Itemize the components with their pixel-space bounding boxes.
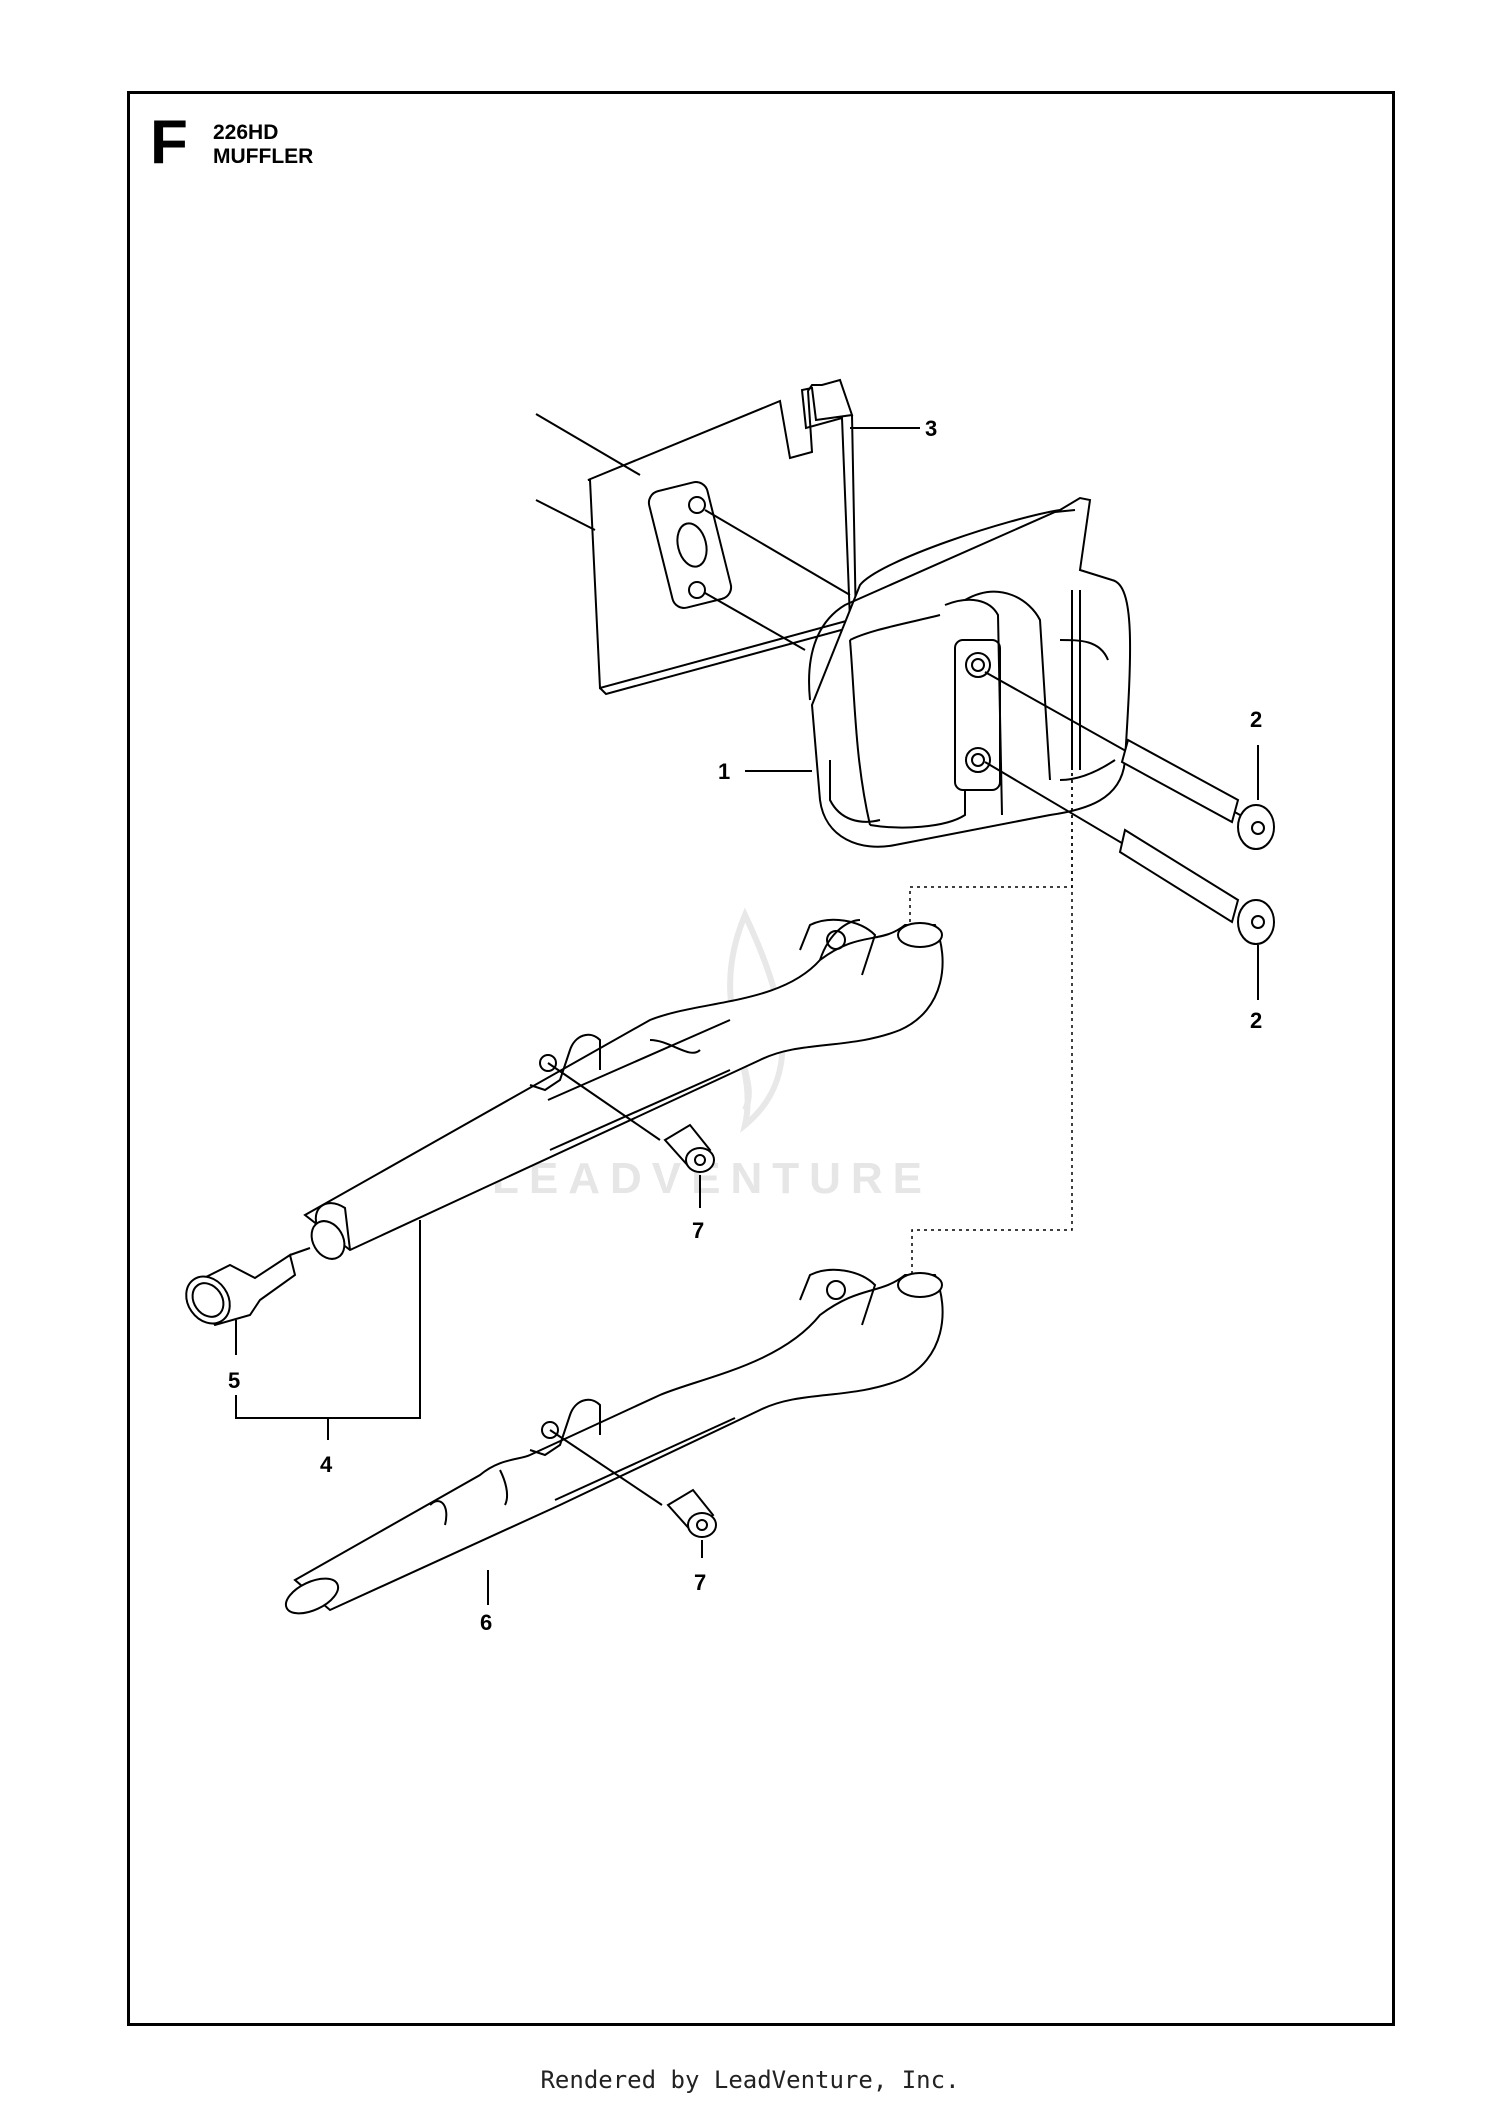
- callout-5: 5: [228, 1368, 240, 1393]
- part-bolt-lower: [984, 761, 1275, 945]
- diagram-frame: [127, 91, 1395, 2026]
- callout-2-lower: 2: [1250, 1008, 1262, 1033]
- callout-2-upper: 2: [1250, 707, 1262, 732]
- footer-credit: Rendered by LeadVenture, Inc.: [540, 2066, 960, 2094]
- part-bolt-upper: [984, 671, 1275, 850]
- callout-7-lower: 7: [694, 1570, 706, 1595]
- callout-3: 3: [925, 416, 937, 441]
- part-screw-upper: [547, 1062, 715, 1173]
- part-tail-pipe-assembly: [303, 918, 944, 1260]
- assembly-name: MUFFLER: [213, 145, 314, 168]
- title-block: 226HD MUFFLER: [213, 121, 313, 169]
- connector-lines: [909, 745, 1073, 1275]
- callout-4: 4: [320, 1452, 333, 1477]
- part-screw-lower: [549, 1429, 717, 1538]
- callout-7-upper: 7: [692, 1218, 704, 1243]
- part-spark-arrestor: [185, 1247, 311, 1327]
- section-letter: F: [150, 108, 188, 177]
- part-heat-shield: [587, 378, 858, 696]
- model-name: 226HD: [213, 121, 279, 144]
- callout-6: 6: [480, 1610, 492, 1635]
- part-exhaust-tube: [284, 1268, 944, 1615]
- part-muffler: [808, 496, 1132, 848]
- callout-1: 1: [718, 759, 730, 784]
